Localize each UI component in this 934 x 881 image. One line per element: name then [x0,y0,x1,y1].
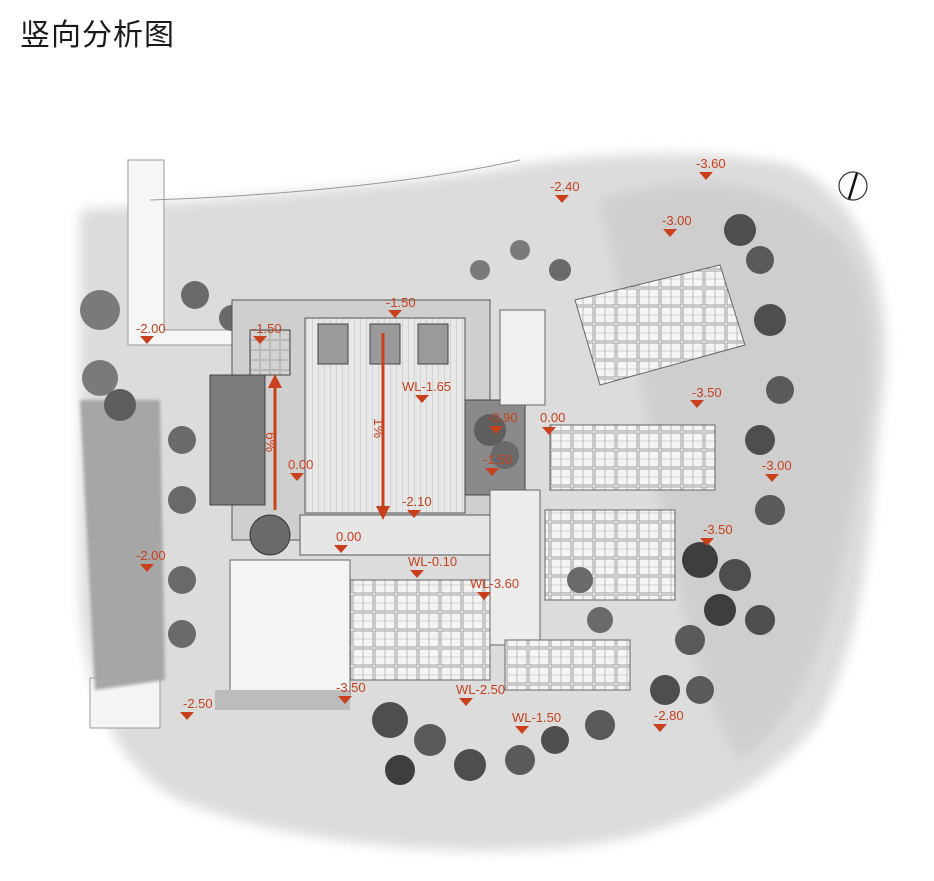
elevation-marker-icon [542,427,556,435]
elevation-label: -0.90 [488,410,518,425]
elevation-marker-icon [253,336,267,344]
elevation-marker-icon [699,172,713,180]
elevation-label: 0.00 [540,410,565,425]
slope-label-6: 6% [263,432,279,452]
elevation-marker-icon [700,538,714,546]
elevation-label: -2.40 [550,179,580,194]
elevation-label: -2.00 [136,321,166,336]
elevation-marker-icon [690,400,704,408]
elevation-marker-icon [140,564,154,572]
elevation-marker-icon [515,726,529,734]
elevation-marker-icon [555,195,569,203]
elevation-marker-icon [290,473,304,481]
elevation-label: -3.00 [762,458,792,473]
trees [215,214,794,785]
elevation-marker-icon [765,474,779,482]
elevation-label: 0.00 [336,529,361,544]
elevation-marker-icon [407,510,421,518]
elevation-marker-icon [180,712,194,720]
elevation-label: -2.80 [654,708,684,723]
elevation-marker-icon [415,395,429,403]
elevation-marker-icon [663,229,677,237]
elevation-marker-icon [477,592,491,600]
elevation-label: -1.50 [386,295,416,310]
elevation-marker-icon [140,336,154,344]
elevation-label: -1.50 [252,321,282,336]
slope-arrows: 6% 1% [263,333,390,520]
elevation-label: -2.50 [183,696,213,711]
elevation-label: -3.60 [696,156,726,171]
slope-label-1: 1% [371,418,387,438]
elevation-marker-icon [485,468,499,476]
page-title: 竖向分析图 [20,18,175,53]
elevation-label: -1.50 [483,452,513,467]
buildings [229,264,746,696]
elevation-label: WL-1.50 [512,710,561,725]
elevation-marker-icon [459,698,473,706]
slope-arrow-1-head [376,506,390,520]
north-arrow-icon [838,171,868,201]
slope-arrow-6-head [268,374,282,388]
elevation-label: -3.50 [692,385,722,400]
elevation-label: WL-3.60 [470,576,519,591]
elevation-marker-icon [653,724,667,732]
elevation-marker-icon [489,426,503,434]
elevation-marker-icon [334,545,348,553]
elevation-markers: -3.60 -2.40 -3.00 -1.50 -2.00 -1.50 WL-1… [136,156,792,734]
elevation-marker-icon [410,570,424,578]
elevation-label: WL-1.65 [402,379,451,394]
elevation-marker-icon [388,310,402,318]
elevation-label: WL-2.50 [456,682,505,697]
elevation-label: -3.50 [703,522,733,537]
elevation-label: -2.10 [402,494,432,509]
elevation-label: WL-0.10 [408,554,457,569]
elevation-label: -2.00 [136,548,166,563]
elevation-marker-icon [338,696,352,704]
elevation-label: 0.00 [288,457,313,472]
elevation-label: -3.00 [662,213,692,228]
elevation-label: -3.50 [336,680,366,695]
